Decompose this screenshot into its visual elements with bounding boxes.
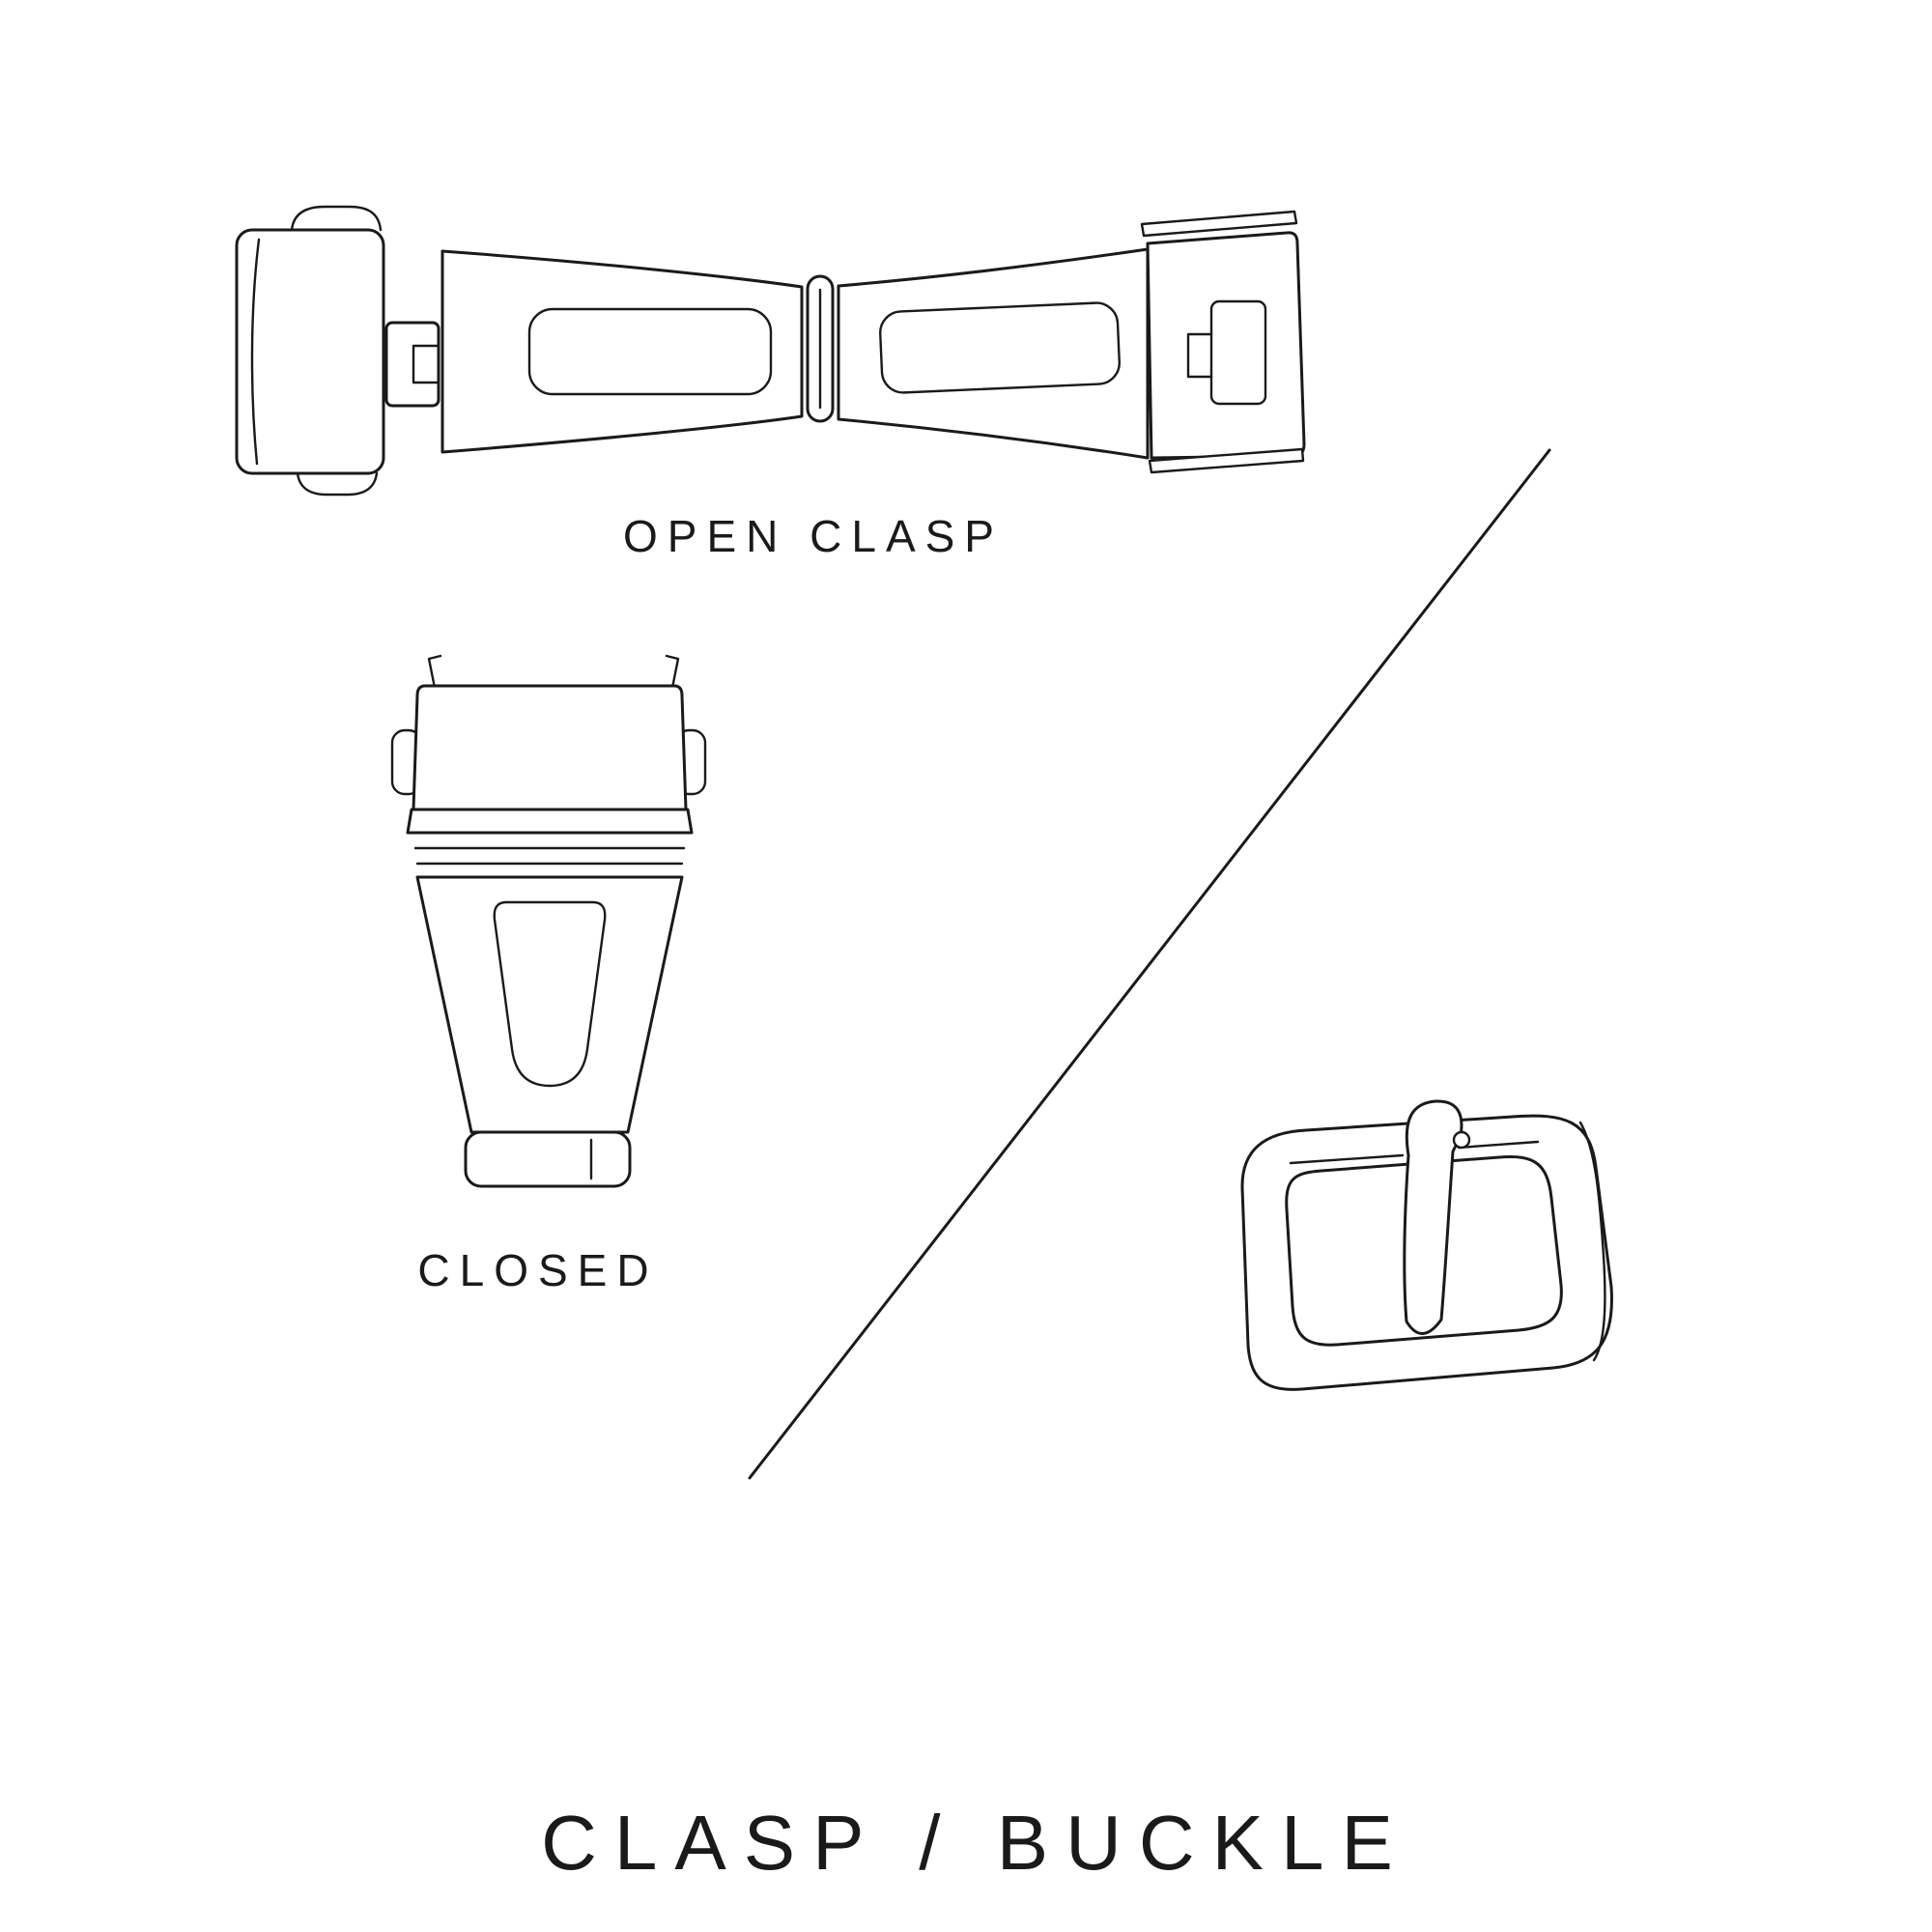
closed-clasp-body-contour [493,900,607,1088]
clasp-cover-bottom-bump [296,471,379,497]
closed-clasp-left-wire [427,654,442,690]
clasp-right-arm-panel [879,301,1121,394]
closed-label: CLOSED [417,1245,659,1295]
open-clasp-label: OPEN CLASP [623,511,1004,561]
clasp-left-arm-panel [527,307,773,396]
tang-buckle-illustration [1240,1099,1613,1391]
clasp-right-arm [837,247,1150,460]
closed-clasp-band [406,808,694,835]
page-title: CLASP / BUCKLE [541,1800,1410,1886]
clasp-right-cutout [1209,299,1267,406]
clasp-cover-top-bump [290,205,383,232]
clasp-right-bottom-lip [1148,447,1305,474]
buckle-pin-right [1457,1140,1540,1150]
buckle-thickness-line [1578,1121,1606,1362]
clasp-left-arm [440,249,804,454]
closed-clasp-illustration [390,654,707,1188]
buckle-prong-loop [1452,1130,1471,1150]
buckle-prong [1403,1099,1463,1335]
closed-clasp-top-block [412,684,688,811]
diagonal-divider-line [748,448,1551,1480]
closed-clasp-body [415,875,684,1134]
clasp-catch-notch [412,344,440,384]
closed-clasp-right-wire [665,654,680,690]
clasp-cover-edge-line [250,238,261,466]
closed-clasp-bottom-bar [464,1130,632,1188]
buckle-pin-left [1289,1153,1405,1165]
clasp-right-top-lip [1140,210,1298,238]
clasp-cover [235,228,385,475]
open-clasp-illustration [235,205,1306,497]
clasp-right-cutout-notch [1186,332,1213,379]
